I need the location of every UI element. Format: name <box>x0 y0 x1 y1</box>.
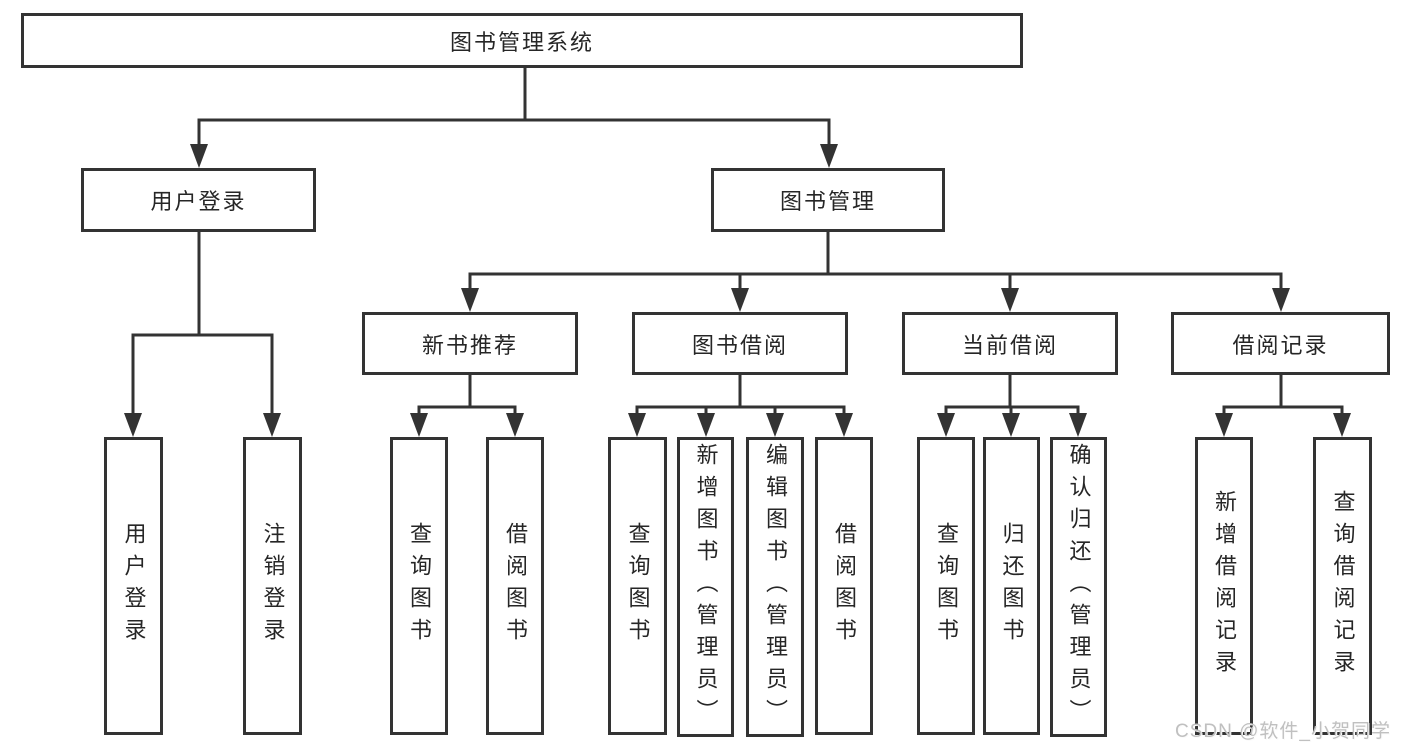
leaf-user-login-label: 用户登录 <box>121 522 147 650</box>
leaf-bookborrow-borrow-label: 借阅图书 <box>832 522 857 650</box>
node-new-book-rec-label: 新书推荐 <box>421 332 518 358</box>
leaf-newrec-query-label: 查询图书 <box>407 522 432 650</box>
csdn-watermark: CSDN @软件_小贺同学 <box>1175 721 1391 742</box>
leaf-bookborrow-edit: 编辑图书（管理员） <box>746 437 804 737</box>
node-new-book-rec: 新书推荐 <box>362 312 578 375</box>
leaf-newrec-query: 查询图书 <box>390 437 448 735</box>
arrowheads <box>124 144 1351 437</box>
leaf-logout-label: 注销登录 <box>260 522 286 650</box>
leaf-current-confirm: 确认归还（管理员） <box>1050 437 1107 737</box>
node-borrow-records: 借阅记录 <box>1171 312 1390 375</box>
leaf-newrec-borrow: 借阅图书 <box>486 437 544 735</box>
leaf-records-add-label: 新增借阅记录 <box>1212 490 1237 682</box>
leaf-current-confirm-label: 确认归还（管理员） <box>1066 443 1092 731</box>
node-borrow-records-label: 借阅记录 <box>1232 332 1329 358</box>
node-book-borrow-label: 图书借阅 <box>691 332 788 358</box>
leaf-bookborrow-borrow: 借阅图书 <box>815 437 873 735</box>
node-current-borrow-label: 当前借阅 <box>961 332 1058 358</box>
leaf-records-add: 新增借阅记录 <box>1195 437 1253 735</box>
leaf-records-query-label: 查询借阅记录 <box>1330 490 1356 682</box>
leaf-current-return-label: 归还图书 <box>999 522 1025 650</box>
leaf-user-login: 用户登录 <box>104 437 163 735</box>
connector-strokes <box>131 66 1344 433</box>
leaf-bookborrow-query: 查询图书 <box>608 437 667 735</box>
node-root: 图书管理系统 <box>21 13 1023 68</box>
leaf-bookborrow-edit-label: 编辑图书（管理员） <box>763 443 788 731</box>
node-root-label: 图书管理系统 <box>449 29 594 55</box>
leaf-newrec-borrow-label: 借阅图书 <box>503 522 528 650</box>
leaf-bookborrow-query-label: 查询图书 <box>625 522 651 650</box>
leaf-current-query-label: 查询图书 <box>934 522 959 650</box>
leaf-current-query: 查询图书 <box>917 437 975 735</box>
node-current-borrow: 当前借阅 <box>902 312 1118 375</box>
node-user-login: 用户登录 <box>81 168 316 232</box>
node-user-login-label: 用户登录 <box>150 189 247 214</box>
node-book-mgmt-label: 图书管理 <box>779 189 876 214</box>
node-book-borrow: 图书借阅 <box>632 312 848 375</box>
node-book-mgmt: 图书管理 <box>711 168 945 232</box>
leaf-current-return: 归还图书 <box>983 437 1040 735</box>
leaf-logout: 注销登录 <box>243 437 302 735</box>
leaf-records-query: 查询借阅记录 <box>1313 437 1372 735</box>
leaf-bookborrow-add-label: 新增图书（管理员） <box>693 443 719 731</box>
leaf-bookborrow-add: 新增图书（管理员） <box>677 437 734 737</box>
